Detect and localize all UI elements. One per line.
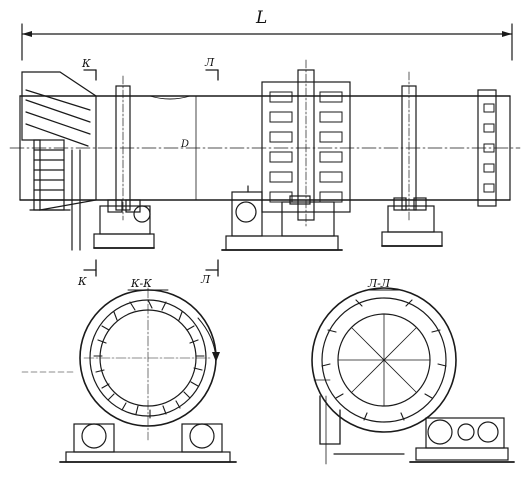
section-markers-top [83, 69, 219, 81]
section-k-title: К-К [131, 277, 152, 290]
section-l-view [311, 287, 515, 465]
section-k-view [21, 287, 237, 463]
length-dimension [21, 23, 513, 61]
elevation-view [9, 23, 521, 277]
section-markers-bottom [83, 259, 219, 277]
section-l-marker-top: Л [205, 56, 215, 69]
right-support-station [381, 71, 443, 247]
discharge-head [477, 89, 497, 207]
section-l-title: Л-Л [368, 277, 391, 290]
length-label: L [256, 8, 268, 28]
drum-shell [9, 95, 521, 201]
section-l-marker-bottom: Л [201, 273, 211, 286]
shell-wavy-break [149, 95, 191, 100]
section-k-marker-top: К [82, 57, 91, 70]
feed-chute [21, 71, 97, 251]
section-k-marker-bottom: К [78, 275, 87, 288]
girth-gear-drive [221, 59, 351, 251]
left-support-station [93, 75, 155, 249]
diameter-label: D [181, 139, 190, 150]
